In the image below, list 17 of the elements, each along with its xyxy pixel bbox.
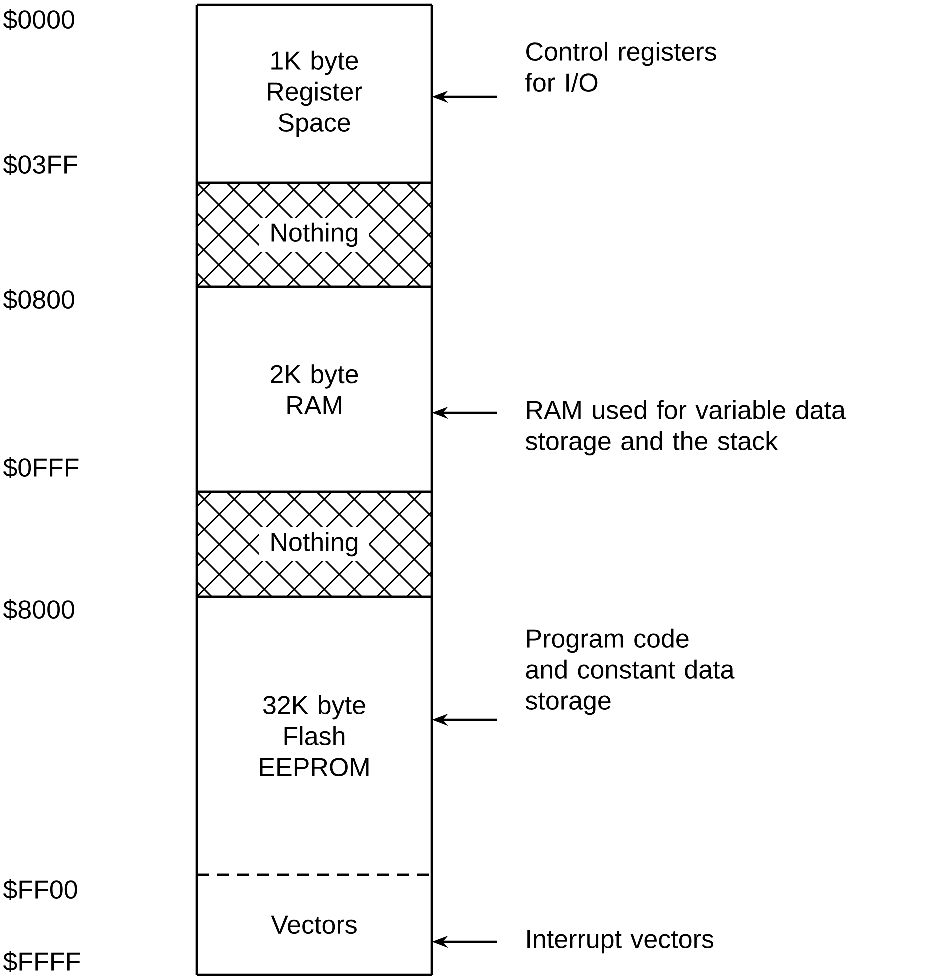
memory-block: 32K byte Flash EEPROM bbox=[196, 596, 434, 876]
address-label: $0800 bbox=[3, 289, 74, 311]
address-label: $0FFF bbox=[3, 457, 79, 479]
address-label: $0000 bbox=[3, 9, 74, 31]
description-text: Interrupt vectors bbox=[528, 930, 714, 954]
memory-block: Vectors bbox=[196, 874, 434, 976]
memory-block: 2K byte RAM bbox=[196, 286, 434, 494]
address-label: $8000 bbox=[3, 599, 74, 621]
hatched-block: Nothing bbox=[196, 490, 434, 598]
address-label: $FF00 bbox=[3, 880, 78, 901]
hatched-block: Nothing bbox=[196, 182, 434, 288]
description-text: Control registers for I/O bbox=[526, 42, 716, 92]
memory-block: 1K byte Register Space bbox=[196, 4, 434, 184]
address-label: $FFFF bbox=[3, 952, 80, 973]
address-label: $03FF bbox=[3, 154, 78, 176]
description-text: Program code and constant data storage bbox=[526, 628, 735, 716]
description-text: RAM used for variable data storage and the stack bbox=[526, 400, 846, 456]
